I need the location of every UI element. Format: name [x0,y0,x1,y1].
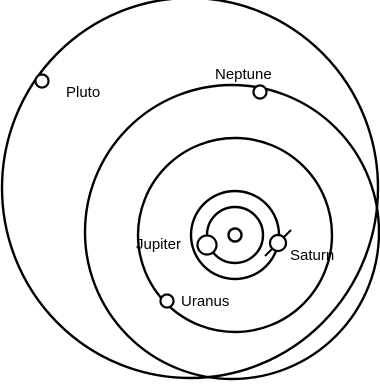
uranus-label: Uranus [181,293,229,310]
neptune-planet [254,86,267,99]
pluto-label: Pluto [66,84,100,101]
neptune-orbit [85,85,379,379]
jupiter-planet [198,236,217,255]
jupiter-orbit [207,207,263,263]
saturn-planet [270,235,286,251]
pluto-planet [36,75,49,88]
saturn-label: Saturn [290,247,334,264]
sun [229,229,242,242]
neptune-label: Neptune [215,66,272,83]
jupiter-label: Jupiter [136,236,181,253]
uranus-planet [161,295,174,308]
